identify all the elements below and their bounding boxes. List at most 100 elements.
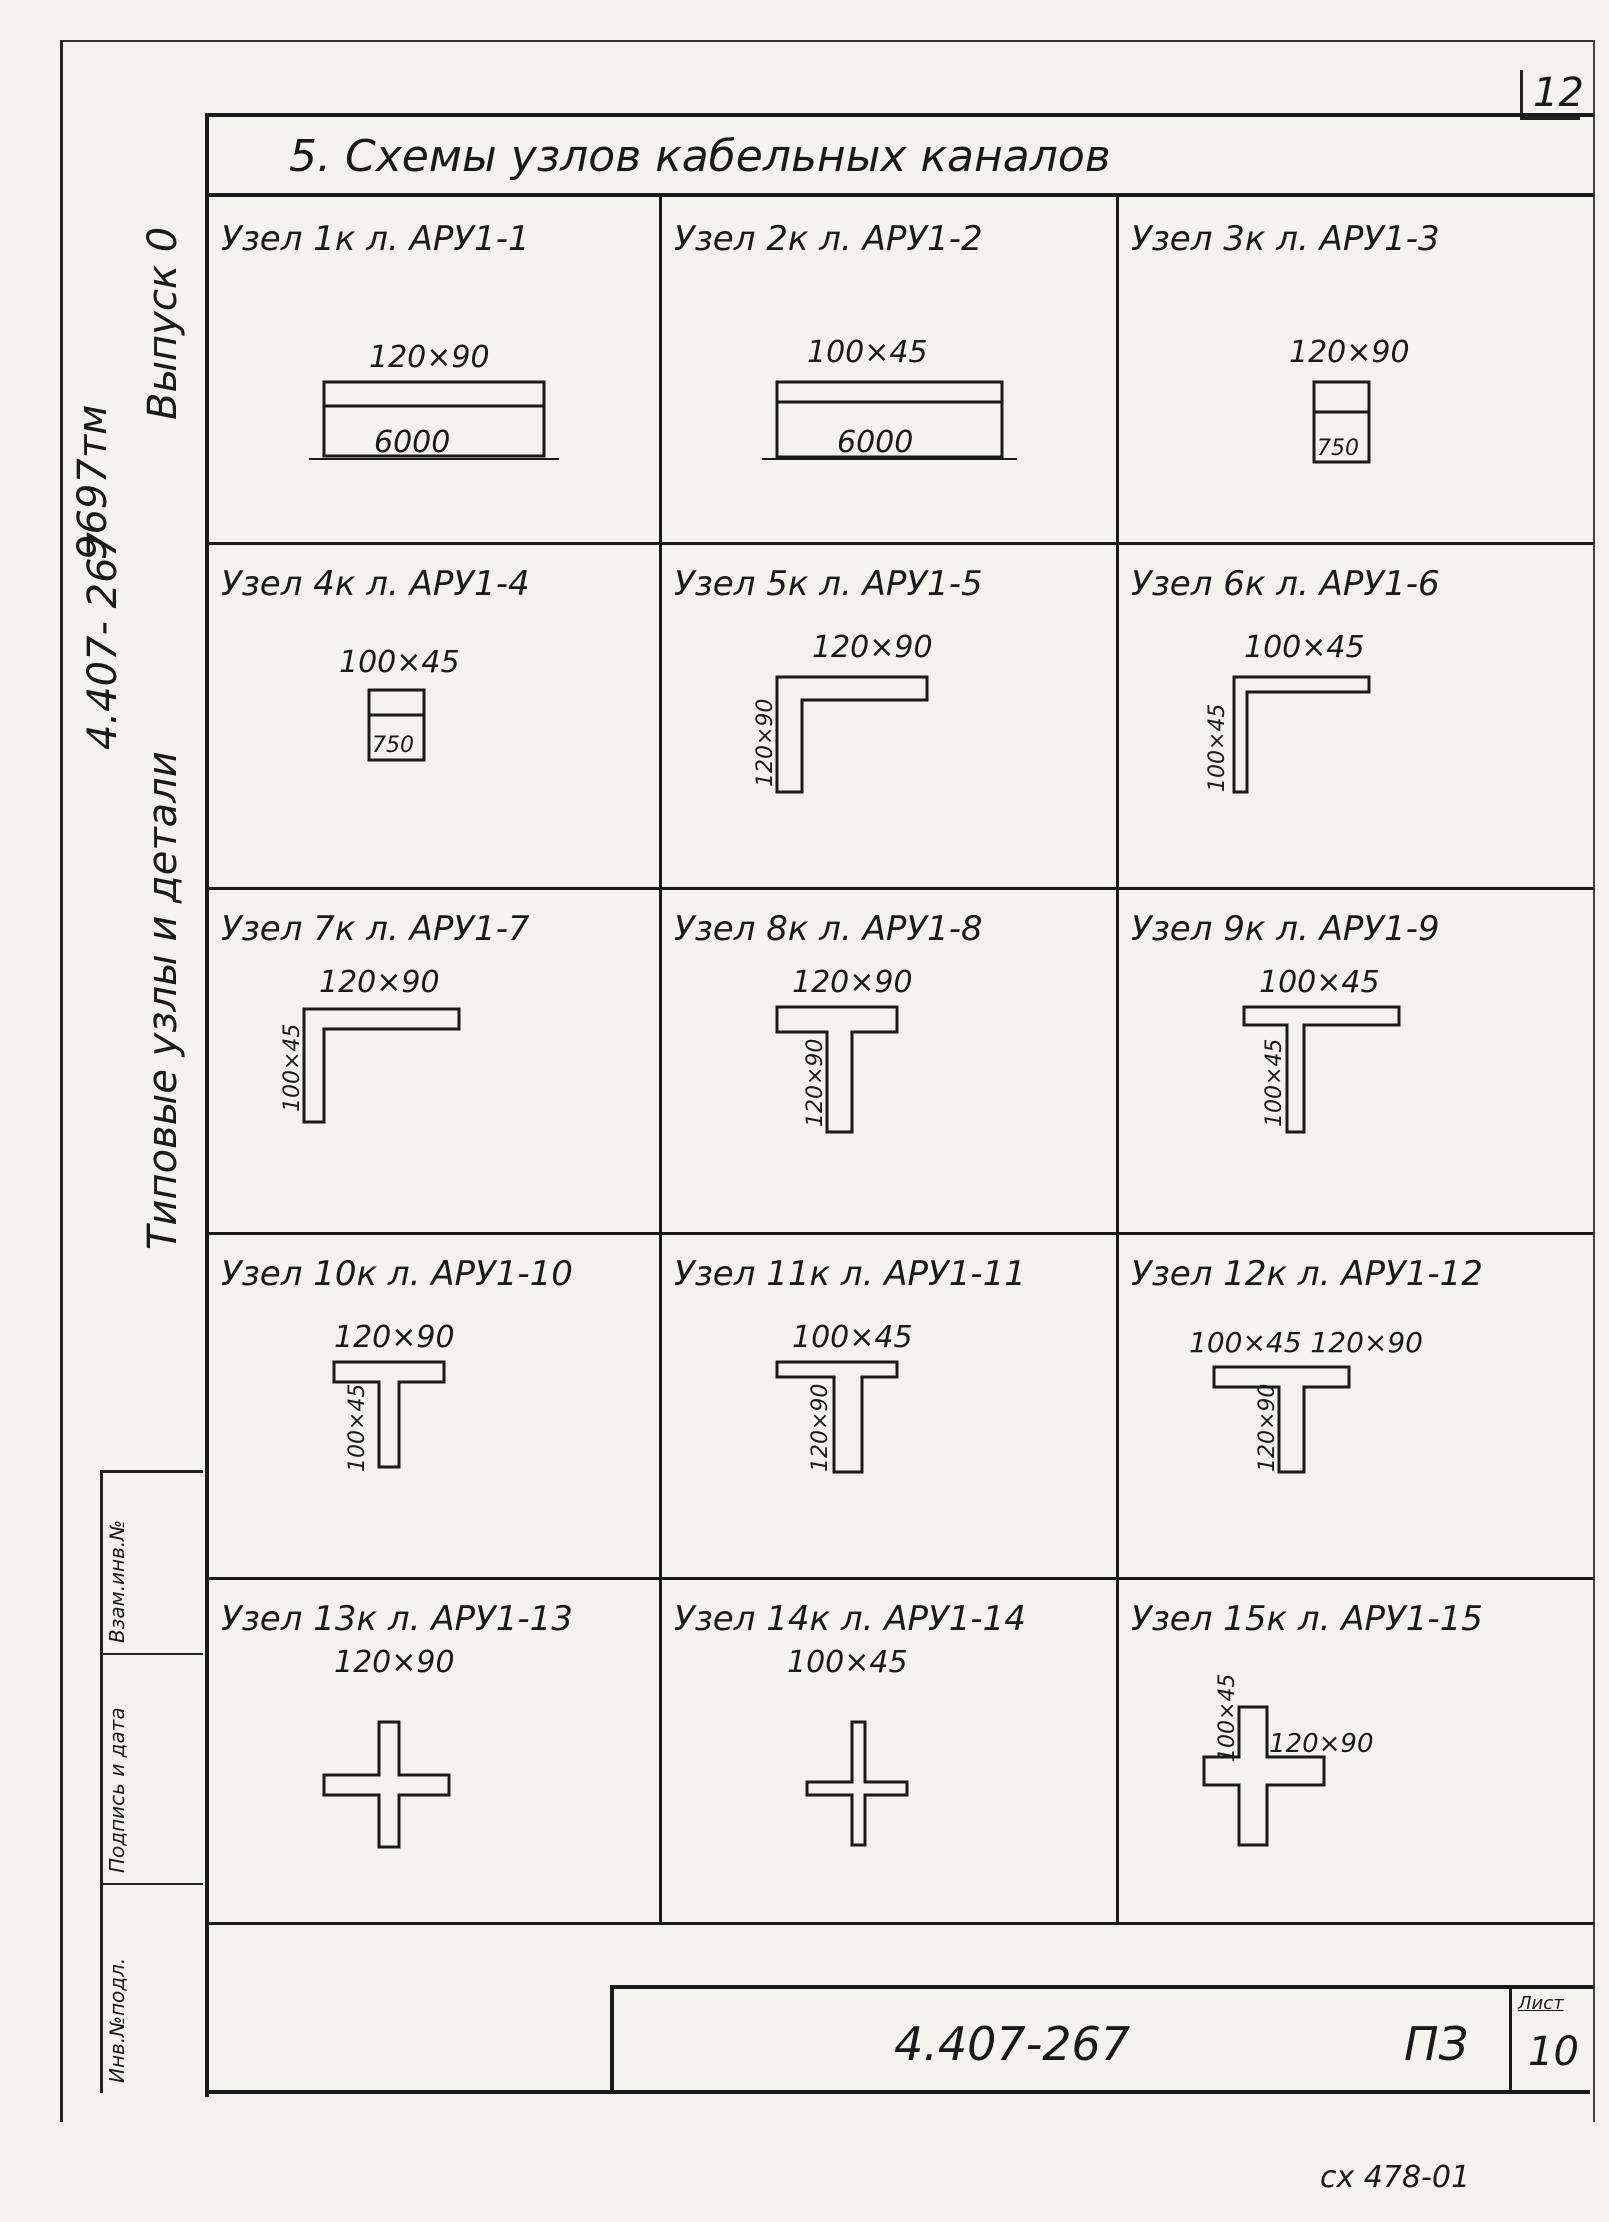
node-title: Узел 14к л. АРУ1-14 — [674, 1599, 1026, 1639]
grid-row-4: Узел 10к л. АРУ1-10 120×90 100×45 Узел 1… — [209, 1232, 1594, 1580]
dim-a: 120×90 — [334, 1645, 455, 1680]
sheet: 5. Схемы узлов кабельных каналов Узел 1к… — [205, 113, 1594, 2097]
node-cell-7: Узел 7к л. АРУ1-7 120×90 100×45 — [209, 887, 662, 1232]
node-title: Узел 8к л. АРУ1-8 — [674, 909, 983, 949]
node-cell-4: Узел 4к л. АРУ1-4 100×45 750 — [209, 542, 662, 887]
tee-shape — [1242, 1005, 1401, 1134]
node-cell-10: Узел 10к л. АРУ1-10 120×90 100×45 — [209, 1232, 662, 1577]
dim-b: 120×90 — [753, 699, 778, 787]
stamp-label-replace: Взам.инв.№ — [105, 1519, 129, 1643]
node-cell-13: Узел 13к л. АРУ1-13 120×90 — [209, 1577, 662, 1922]
tee-shape — [1212, 1365, 1351, 1474]
channel-length — [1312, 410, 1371, 464]
cross-shape — [1202, 1705, 1326, 1847]
channel-length — [775, 400, 1004, 459]
node-title: Узел 3к л. АРУ1-3 — [1131, 219, 1440, 259]
node-6-diagram: 100×45 100×45 — [1205, 630, 1371, 794]
drawing-frame — [60, 40, 1595, 2122]
node-title: Узел 10к л. АРУ1-10 — [221, 1254, 573, 1294]
dim-b: 6000 — [374, 425, 450, 460]
dim-a: 100×45 — [339, 645, 460, 680]
grid-row-5: Узел 13к л. АРУ1-13 120×90 Узел 14к л. А… — [209, 1577, 1594, 1925]
dim-a: 100×45 — [807, 335, 928, 370]
dim-a: 100×45 — [1259, 965, 1380, 1000]
channel-length — [367, 713, 426, 762]
bottom-border — [205, 2090, 1590, 2094]
node-cell-12: Узел 12к л. АРУ1-12 100×45 120×90 120×90 — [1119, 1232, 1594, 1577]
cross-shape — [322, 1720, 451, 1849]
stamp-column: Взам.инв.№ Подпись и дата Инв.№подл. — [100, 1470, 203, 2093]
cross-shape — [805, 1720, 909, 1847]
node-title: Узел 11к л. АРУ1-11 — [674, 1254, 1026, 1294]
dim-a: 120×90 — [369, 340, 490, 375]
side-labels: 9697тм Типовые узлы и детали 4.407- 267 … — [60, 120, 205, 1620]
corner-shape — [1232, 675, 1371, 794]
node-1-diagram: 120×90 6000 — [309, 340, 559, 460]
dim-b: 120×90 — [808, 1384, 833, 1472]
page-title: 5. Схемы узлов кабельных каналов — [209, 117, 1594, 197]
node-title: Узел 2к л. АРУ1-2 — [674, 219, 983, 259]
dim-b: 100×45 — [1205, 704, 1230, 792]
node-title: Узел 7к л. АРУ1-7 — [221, 909, 530, 949]
dim-a: 100×45 — [792, 1320, 913, 1355]
node-title: Узел 5к л. АРУ1-5 — [674, 564, 983, 604]
stamp-label-orig: Инв.№подл. — [105, 1957, 129, 2083]
stamp-cell-orig: Инв.№подл. — [103, 1883, 203, 2093]
node-title: Узел 15к л. АРУ1-15 — [1131, 1599, 1483, 1639]
dim-a: 120×90 — [792, 965, 913, 1000]
stamp-label-sign: Подпись и дата — [105, 1707, 129, 1873]
title-block: 4.407-267 ПЗ Лист 10 — [610, 1985, 1594, 2094]
dim-a: 120×90 — [1269, 1729, 1374, 1759]
sheet-label: Лист — [1518, 1993, 1564, 2014]
dim-b: 120×90 — [803, 1039, 828, 1127]
dim-b: 750 — [1317, 436, 1359, 461]
dim-b: 750 — [372, 733, 414, 758]
stamp-cell-inv: Взам.инв.№ — [103, 1473, 203, 1655]
node-title: Узел 12к л. АРУ1-12 — [1131, 1254, 1483, 1294]
dim-a: 100×45 120×90 — [1189, 1326, 1423, 1359]
channel-section — [775, 380, 1004, 404]
node-title: Узел 9к л. АРУ1-9 — [1131, 909, 1440, 949]
node-cell-9: Узел 9к л. АРУ1-9 100×45 100×45 — [1119, 887, 1594, 1232]
dim-a: 100×45 — [1244, 630, 1365, 665]
node-14-diagram: 100×45 — [787, 1645, 909, 1847]
corner-sheet-number: 12 — [1520, 70, 1584, 120]
node-13-diagram: 120×90 — [322, 1645, 455, 1849]
node-cell-3: Узел 3к л. АРУ1-3 120×90 750 — [1119, 197, 1594, 542]
title-block-sheet: Лист 10 — [1509, 1989, 1597, 2094]
node-title: Узел 4к л. АРУ1-4 — [221, 564, 530, 604]
dim-a: 120×90 — [812, 630, 933, 665]
grid-row-3: Узел 7к л. АРУ1-7 120×90 100×45 Узел 8к … — [209, 887, 1594, 1235]
channel-section — [367, 688, 426, 717]
dim-a: 120×90 — [334, 1320, 455, 1355]
tee-shape — [332, 1360, 446, 1469]
tee-shape — [775, 1360, 899, 1474]
node-9-diagram: 100×45 100×45 — [1242, 965, 1401, 1134]
grid-row-2: Узел 4к л. АРУ1-4 100×45 750 Узел 5к л. … — [209, 542, 1594, 890]
dim-b: 100×45 — [1262, 1039, 1287, 1127]
grid-row-1: Узел 1к л. АРУ1-1 120×90 6000 Узел 2к л.… — [209, 197, 1594, 545]
node-8-diagram: 120×90 120×90 — [775, 965, 913, 1134]
node-10-diagram: 120×90 100×45 — [332, 1320, 455, 1472]
dim-b: 100×45 — [345, 1384, 370, 1472]
channel-length — [322, 404, 546, 458]
dim-b: 120×90 — [1255, 1384, 1280, 1472]
dim-a: 120×90 — [1289, 335, 1410, 370]
node-cell-1: Узел 1к л. АРУ1-1 120×90 6000 — [209, 197, 662, 542]
node-cell-6: Узел 6к л. АРУ1-6 100×45 100×45 — [1119, 542, 1594, 887]
node-3-diagram: 120×90 750 — [1289, 335, 1410, 464]
channel-section — [1312, 380, 1371, 414]
corner-shape — [302, 1007, 461, 1124]
node-cell-2: Узел 2к л. АРУ1-2 100×45 6000 — [662, 197, 1119, 542]
node-cell-5: Узел 5к л. АРУ1-5 120×90 120×90 — [662, 542, 1119, 887]
stamp-cell-sign: Подпись и дата — [103, 1653, 203, 1885]
side-label-series: 4.407- 267 — [80, 531, 126, 750]
tee-shape — [775, 1005, 899, 1134]
side-label-subject: Типовые узлы и детали — [140, 751, 186, 1250]
sheet-number: 10 — [1528, 2029, 1579, 2075]
corner-shape — [775, 675, 929, 794]
footer-note: сх 478-01 — [1320, 2160, 1471, 2195]
node-4-diagram: 100×45 750 — [339, 645, 460, 762]
node-5-diagram: 120×90 120×90 — [753, 630, 933, 794]
node-cell-11: Узел 11к л. АРУ1-11 100×45 120×90 — [662, 1232, 1119, 1577]
